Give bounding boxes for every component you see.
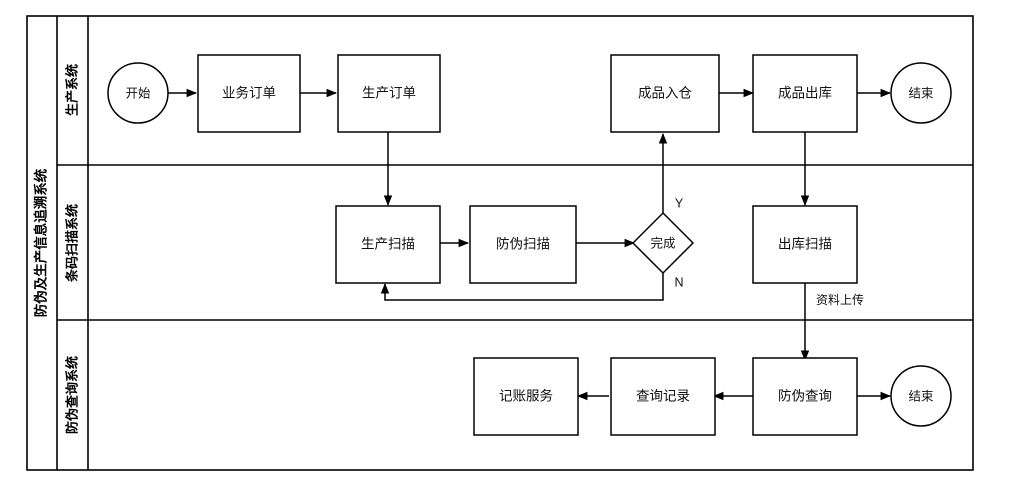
pool-title: 防伪及生产信息追溯系统 (33, 168, 49, 317)
complete-diamond-label: 完成 (650, 235, 675, 250)
edges-lane-barcode (380, 132, 810, 362)
outbound-scan-shape[interactable] (752, 205, 858, 284)
lane-title-barcode: 条码扫描系统 (64, 204, 79, 282)
start-circle-label: 开始 (125, 86, 151, 100)
node-outbound-scan[interactable]: 出库扫描 (752, 205, 858, 284)
end-query-circle-shape[interactable] (890, 365, 952, 427)
antifake-query-shape[interactable] (752, 357, 858, 436)
goods-out-shape[interactable] (752, 54, 858, 133)
production-scan-shape[interactable] (335, 205, 441, 284)
node-business-order[interactable]: 业务订单 (197, 54, 301, 133)
goods-out-label: 成品出库 (778, 86, 832, 101)
antifake-scan-shape[interactable] (469, 205, 577, 284)
goods-in-label: 成品入仓 (638, 86, 692, 101)
outbound-scan-label: 出库扫描 (778, 237, 832, 252)
end-circle-label: 结束 (908, 86, 934, 100)
lane-title-production: 生产系统 (64, 64, 79, 116)
node-billing-service[interactable]: 记账服务 (473, 357, 579, 436)
node-antifake-scan[interactable]: 防伪扫描 (469, 205, 577, 284)
node-goods-in[interactable]: 成品入仓 (610, 54, 720, 133)
node-start-production[interactable]: 开始 (107, 62, 169, 124)
production-order-label: 生产订单 (362, 86, 416, 101)
end-query-circle-label: 结束 (908, 389, 934, 403)
production-scan-label: 生产扫描 (361, 237, 415, 252)
node-query-record[interactable]: 查询记录 (610, 357, 716, 436)
node-goods-out[interactable]: 成品出库 (752, 54, 858, 133)
goods-in-shape[interactable] (610, 54, 720, 133)
node-complete-decision[interactable]: 完成 (631, 211, 695, 275)
node-end-production[interactable]: 结束 (890, 62, 952, 124)
antifake-query-label: 防伪查询 (778, 389, 832, 404)
node-production-order[interactable]: 生产订单 (337, 54, 441, 133)
complete-diamond-shape[interactable] (631, 211, 695, 275)
start-circle-shape[interactable] (107, 62, 169, 124)
branch-label-yes: Y (675, 196, 684, 210)
query-record-label: 查询记录 (636, 389, 690, 404)
pool-frame (26, 15, 974, 471)
business-order-shape[interactable] (197, 54, 301, 133)
lane-title-production-text: 生产系统 (64, 64, 79, 116)
antifake-scan-label: 防伪扫描 (496, 237, 550, 252)
billing-service-shape[interactable] (473, 357, 579, 436)
lane-title-query: 防伪查询系统 (64, 356, 79, 434)
end-circle-shape[interactable] (890, 62, 952, 124)
business-order-label: 业务订单 (222, 86, 276, 101)
node-antifake-query[interactable]: 防伪查询 (752, 357, 858, 436)
edges-lane-production (168, 88, 892, 207)
query-record-shape[interactable] (610, 357, 716, 436)
edge-label-data-upload: 资料上传 (816, 292, 864, 307)
lane-title-barcode-text: 条码扫描系统 (64, 204, 79, 282)
edge-label-group: Y N 资料上传 (674, 196, 864, 307)
production-order-shape[interactable] (337, 54, 441, 133)
lane-title-query-text: 防伪查询系统 (64, 356, 79, 434)
edge-complete-no-to-production-scan (380, 273, 664, 301)
branch-label-no: N (674, 275, 683, 289)
node-end-query[interactable]: 结束 (890, 365, 952, 427)
billing-service-label: 记账服务 (499, 389, 553, 404)
pool-title-text: 防伪及生产信息追溯系统 (33, 168, 49, 317)
node-production-scan[interactable]: 生产扫描 (335, 205, 441, 284)
